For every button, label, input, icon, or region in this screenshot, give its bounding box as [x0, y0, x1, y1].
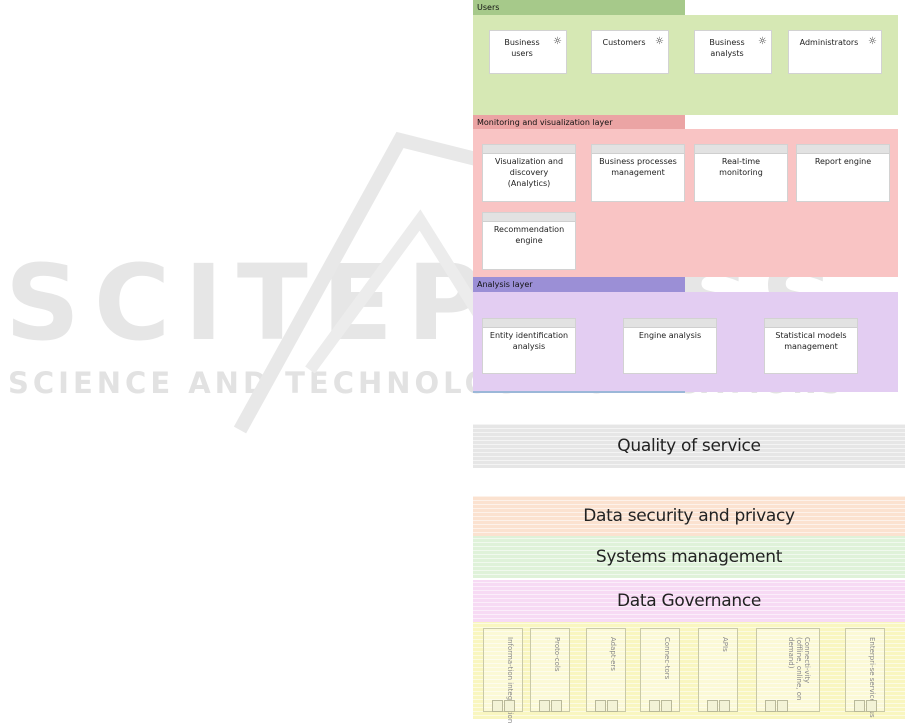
module-label: Recommendation engine — [493, 225, 565, 245]
user-label: Administrators — [799, 38, 859, 47]
band-systems-management: Systems management — [473, 536, 905, 578]
user-label: Business analysts — [709, 38, 745, 58]
monitoring-layer-tab: Monitoring and visualization layer — [473, 115, 685, 129]
module-engine-analysis: Engine analysis — [623, 318, 717, 374]
analysis-layer-label: Analysis layer — [477, 280, 533, 289]
module-label: Business processes management — [599, 157, 677, 177]
module-visualization-discovery: Visualization and discovery (Analytics) — [482, 144, 576, 202]
band-label: Data Governance — [616, 591, 762, 611]
module-label: Report engine — [814, 157, 872, 166]
integration-col-adapters: Adapt-ers — [586, 628, 626, 712]
integration-col-label: Connecti-vity (offline, online, on deman… — [787, 637, 811, 701]
integration-col-label: APIs — [721, 637, 729, 652]
band-label: Systems management — [595, 547, 783, 567]
integration-col-enterprise-service-bus: Enterpri-se service bus — [845, 628, 885, 718]
monitoring-layer-label: Monitoring and visualization layer — [477, 118, 613, 127]
user-box-business-analysts: Business analysts ☼ — [694, 30, 772, 74]
band-quality-of-service: Quality of service — [473, 424, 905, 468]
integration-col-label: Connec-tors — [663, 637, 671, 680]
analysis-layer-underline — [473, 391, 685, 393]
integration-col-label: Proto-cols — [553, 637, 561, 672]
module-statistical-models: Statistical models management — [764, 318, 858, 374]
actor-icon: ☼ — [868, 36, 877, 47]
integration-col-label: Adapt-ers — [609, 637, 617, 671]
module-real-time-monitoring: Real-time monitoring — [694, 144, 788, 202]
user-label: Customers — [602, 38, 646, 47]
actor-icon: ☼ — [553, 36, 562, 47]
integration-col-protocols: Proto-cols — [530, 628, 570, 712]
module-label: Real-time monitoring — [719, 157, 763, 177]
analysis-layer-tab: Analysis layer — [473, 277, 685, 292]
band-data-security: Data security and privacy — [473, 496, 905, 536]
integration-col-information-integration: Informa-tion integra-tion — [483, 628, 523, 723]
module-label: Statistical models management — [775, 331, 847, 351]
band-label: Quality of service — [617, 436, 761, 456]
module-label: Entity identification analysis — [489, 331, 569, 351]
user-box-customers: Customers ☼ — [591, 30, 669, 74]
user-box-administrators: Administrators ☼ — [788, 30, 882, 74]
integration-col-apis: APIs — [698, 628, 738, 712]
user-label: Business users — [504, 38, 540, 58]
module-label: Engine analysis — [638, 331, 702, 340]
users-layer-label: Users — [477, 3, 500, 12]
integration-col-connectors: Connec-tors — [640, 628, 680, 712]
band-data-governance: Data Governance — [473, 580, 905, 622]
user-box-business-users: Business users ☼ — [489, 30, 567, 74]
actor-icon: ☼ — [655, 36, 664, 47]
actor-icon: ☼ — [758, 36, 767, 47]
integration-col-connectivity: Connecti-vity (offline, online, on deman… — [756, 628, 820, 712]
band-label: Data security and privacy — [583, 506, 795, 526]
module-business-processes: Business processes management — [591, 144, 685, 202]
module-label: Visualization and discovery (Analytics) — [494, 157, 564, 188]
module-entity-identification: Entity identification analysis — [482, 318, 576, 374]
users-layer-tab: Users — [473, 0, 685, 15]
module-recommendation-engine: Recommendation engine — [482, 212, 576, 270]
module-report-engine: Report engine — [796, 144, 890, 202]
